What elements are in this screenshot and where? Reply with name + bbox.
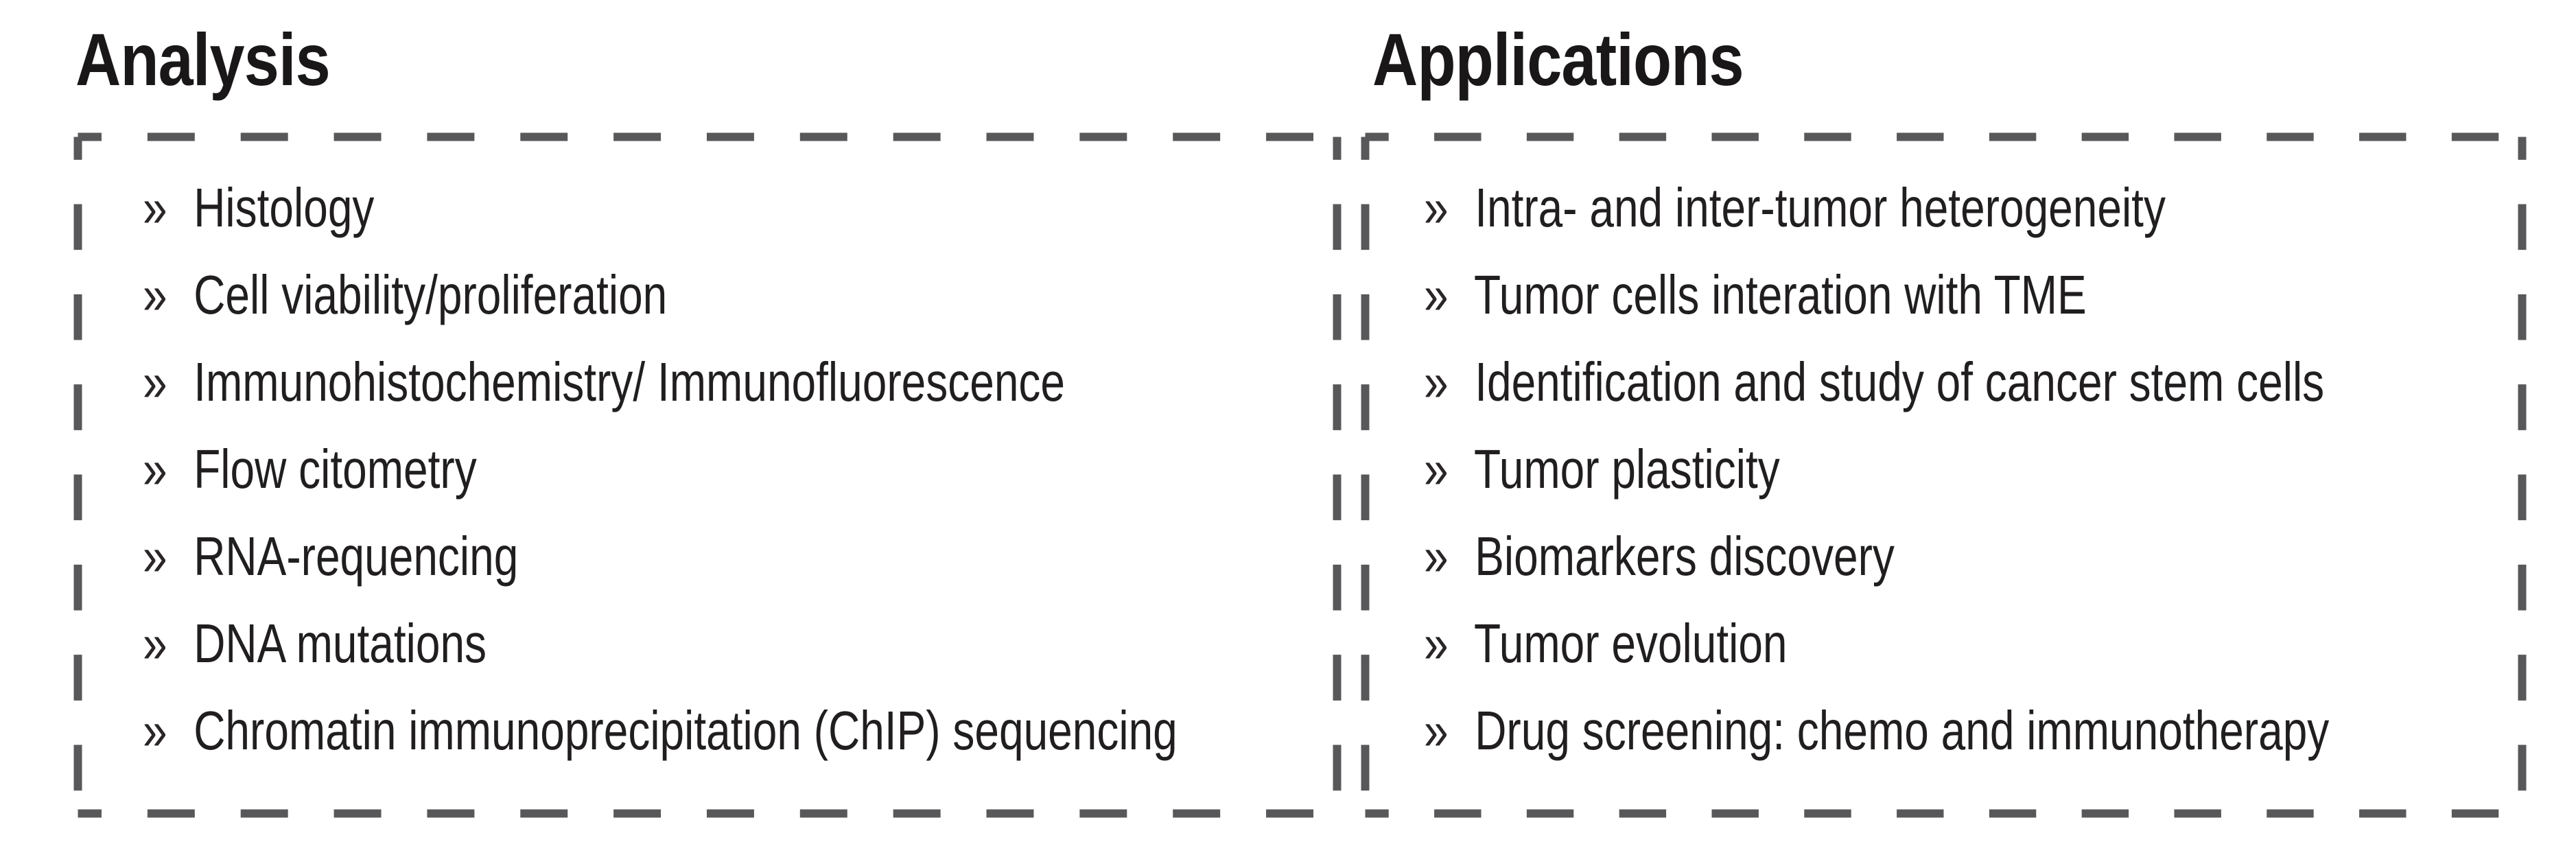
chevron-bullet-icon: » — [1424, 177, 1449, 238]
chevron-bullet-icon: » — [143, 438, 167, 500]
list-item: » Biomarkers discovery — [1424, 513, 2306, 600]
chevron-bullet-icon: » — [143, 351, 167, 412]
chevron-bullet-icon: » — [143, 526, 167, 587]
list-item: » Tumor cells interation with TME — [1424, 251, 2306, 338]
chevron-bullet-icon: » — [143, 264, 167, 325]
list-item-label: Biomarkers discovery — [1475, 526, 1895, 587]
list-item-label: Tumor plasticity — [1474, 438, 1780, 500]
applications-list: » Intra- and inter-tumor heterogeneity »… — [1361, 132, 2527, 774]
chevron-bullet-icon: » — [143, 700, 167, 761]
list-item: » Histology — [143, 164, 1102, 251]
list-item: » Tumor evolution — [1424, 600, 2306, 687]
analysis-list: » Histology » Cell viability/proliferati… — [73, 132, 1342, 774]
list-item-label: Flow citometry — [194, 438, 477, 500]
list-item-label: Cell viability/proliferation — [194, 264, 668, 325]
chevron-bullet-icon: » — [1424, 526, 1449, 587]
chevron-bullet-icon: » — [1424, 264, 1449, 325]
list-item-label: DNA mutations — [194, 613, 487, 674]
analysis-box: » Histology » Cell viability/proliferati… — [73, 132, 1342, 818]
applications-heading: Applications — [1372, 18, 1744, 101]
analysis-heading: Analysis — [75, 18, 331, 101]
list-item: » Identification and study of cancer ste… — [1424, 338, 2324, 425]
list-item-label: Chromatin immunoprecipitation (ChIP) seq… — [194, 700, 1178, 761]
list-item-label: Drug screening: chemo and immunotherapy — [1475, 700, 2330, 761]
list-item-label: Histology — [194, 177, 375, 238]
list-item: » Flow citometry — [143, 425, 1102, 513]
chevron-bullet-icon: » — [1424, 351, 1449, 412]
list-item-label: Tumor evolution — [1474, 613, 1788, 674]
list-item-label: Tumor cells interation with TME — [1474, 264, 2087, 325]
list-item: » DNA mutations — [143, 600, 1102, 687]
list-item: » Drug screening: chemo and immunotherap… — [1424, 687, 2329, 774]
list-item: » Cell viability/proliferation — [143, 251, 1102, 338]
chevron-bullet-icon: » — [1424, 700, 1449, 761]
list-item: » Tumor plasticity — [1424, 425, 2306, 513]
applications-box: » Intra- and inter-tumor heterogeneity »… — [1361, 132, 2527, 818]
list-item: » RNA-requencing — [143, 513, 1102, 600]
list-item: » Chromatin immunoprecipitation (ChIP) s… — [143, 687, 1178, 774]
chevron-bullet-icon: » — [1424, 613, 1449, 674]
chevron-bullet-icon: » — [143, 177, 167, 238]
list-item-label: Immunohistochemistry/ Immunofluorescence — [194, 351, 1065, 412]
list-item: » Immunohistochemistry/ Immunofluorescen… — [143, 338, 1102, 425]
chevron-bullet-icon: » — [1424, 438, 1449, 500]
list-item-label: Identification and study of cancer stem … — [1475, 351, 2325, 412]
chevron-bullet-icon: » — [143, 613, 167, 674]
list-item: » Intra- and inter-tumor heterogeneity — [1424, 164, 2306, 251]
list-item-label: Intra- and inter-tumor heterogeneity — [1475, 177, 2166, 238]
list-item-label: RNA-requencing — [194, 526, 519, 587]
